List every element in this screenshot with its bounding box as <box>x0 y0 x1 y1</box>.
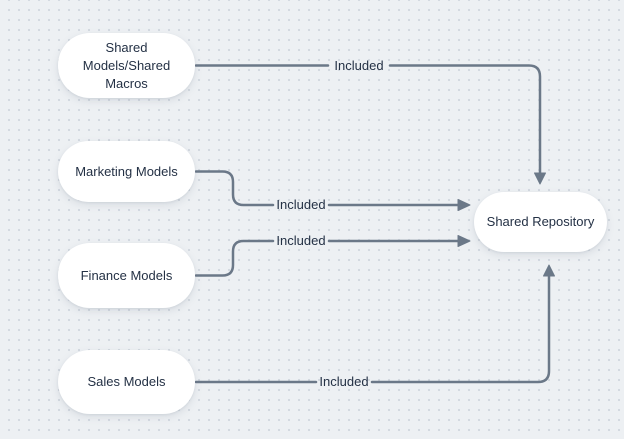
arrowhead-up-icon <box>543 264 555 277</box>
arrowhead-right-icon <box>457 199 471 211</box>
node-label: Shared Repository <box>486 214 595 229</box>
edge-label-included: Included <box>276 233 326 248</box>
node-label-line: Models/Shared <box>82 57 171 73</box>
edge-label-included: Included <box>276 197 326 212</box>
node-shared-repository: Shared Repository <box>474 192 607 252</box>
arrowhead-right-icon <box>457 235 471 247</box>
edge-label-included: Included <box>334 58 384 73</box>
node-marketing-models: Marketing Models <box>58 141 195 202</box>
node-label: Finance Models <box>80 267 173 283</box>
node-label: Marketing Models <box>75 163 178 179</box>
edge-line <box>370 275 551 384</box>
node-sales-models: Sales Models <box>58 350 195 414</box>
node-label-line: Macros <box>105 75 148 91</box>
arrowhead-down-icon <box>534 172 546 185</box>
edge-sales-to-repository <box>194 264 555 384</box>
edge-line <box>388 64 542 175</box>
node-shared-models-shared-macros: Shared Models/Shared Macros <box>58 33 195 98</box>
node-label-line: Shared <box>105 39 148 55</box>
edge-line <box>194 239 275 277</box>
edge-label-included: Included <box>319 374 369 389</box>
edge-finance-to-repository <box>194 235 471 277</box>
edge-shared-models-to-repository <box>194 64 546 185</box>
edge-line <box>194 170 275 207</box>
node-finance-models: Finance Models <box>58 243 195 308</box>
edge-marketing-to-repository <box>194 170 471 211</box>
node-label: Sales Models <box>87 374 166 389</box>
